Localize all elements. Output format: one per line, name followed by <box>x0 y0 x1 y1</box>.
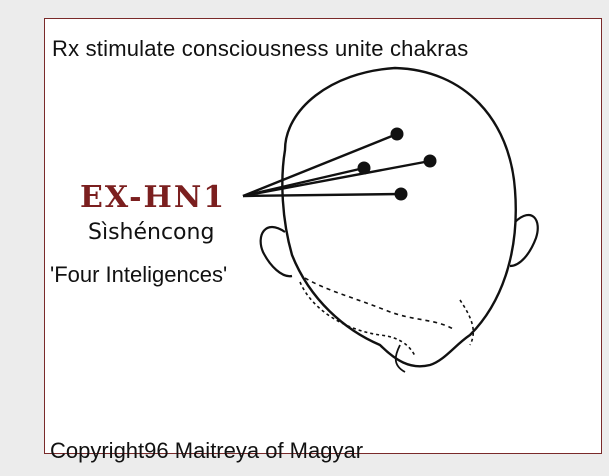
acupoint-back <box>395 188 408 201</box>
point-code-label: EX-HN1 <box>80 180 226 215</box>
point-pinyin-label: Sìshéncong <box>88 220 214 245</box>
acupoint-right <box>424 155 437 168</box>
copyright-text: Copyright96 Maitreya of Magyar <box>50 438 363 464</box>
acupoint-left <box>358 162 371 175</box>
head-outline <box>282 68 515 366</box>
point-english-label: 'Four Inteligences' <box>50 262 227 288</box>
acupoint-front <box>391 128 404 141</box>
